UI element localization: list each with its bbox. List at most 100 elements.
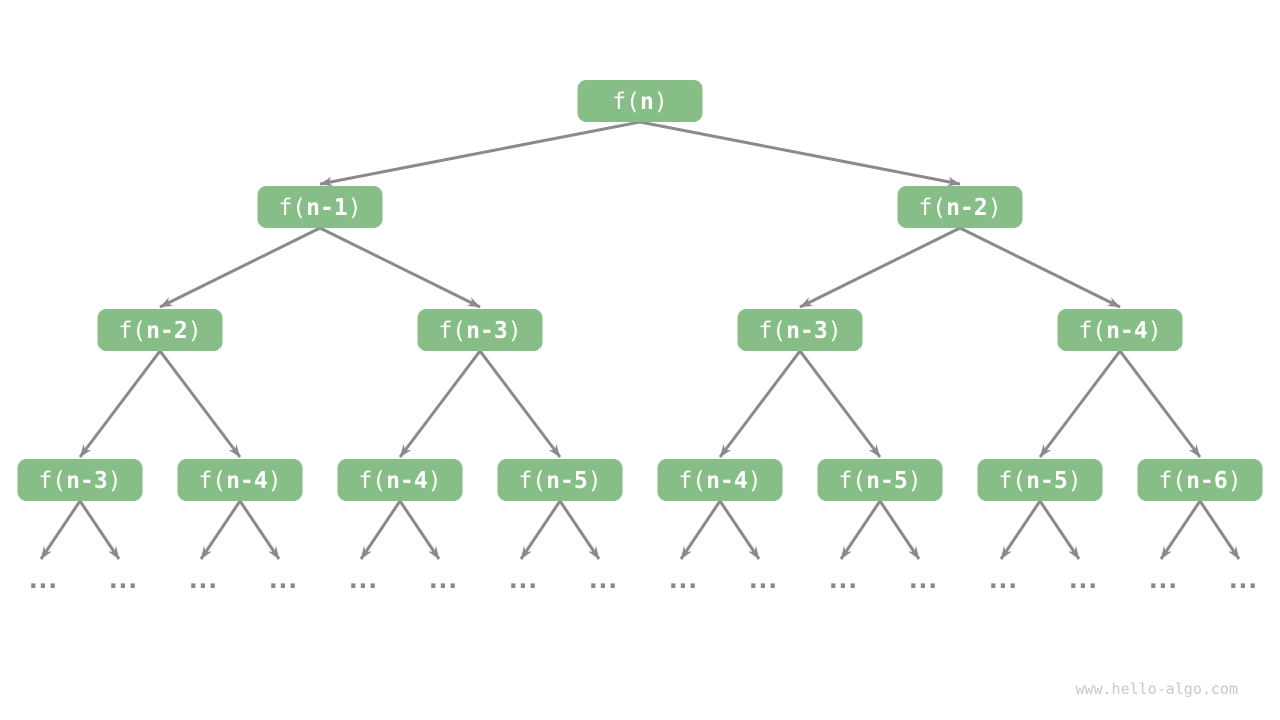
node-label: f(n-4): [1078, 318, 1161, 344]
node-box: [97, 309, 223, 351]
node-label-suffix: ): [588, 468, 602, 494]
node-box: [977, 459, 1103, 501]
edge-arrow: [238, 500, 281, 560]
ellipsis-label: ...: [906, 565, 935, 595]
edge-arrow: [398, 500, 441, 560]
edge-arrow: [158, 350, 242, 458]
edge-arrow: [1038, 500, 1081, 560]
node-label-suffix: ): [748, 468, 762, 494]
node-label-suffix: ): [268, 468, 282, 494]
node-label-prefix: f(: [1078, 318, 1106, 344]
node-label-suffix: ): [988, 195, 1002, 221]
node-label-suffix: ): [828, 318, 842, 344]
node-label-suffix: ): [1148, 318, 1162, 344]
edge-arrow: [798, 350, 882, 458]
ellipsis-label: ...: [666, 565, 695, 595]
node-box: [1137, 459, 1263, 501]
tree-node-L3-4: f(n-4): [657, 459, 783, 501]
node-label: f(n-3): [758, 318, 841, 344]
edge-arrow: [639, 120, 961, 187]
tree-node-L3-6: f(n-5): [977, 459, 1103, 501]
ellipsis-label: ...: [26, 565, 55, 595]
node-box: [417, 309, 543, 351]
edge-arrow: [1038, 350, 1122, 458]
node-box: [497, 459, 623, 501]
edge-arrow: [839, 500, 882, 560]
edge-arrow: [319, 120, 641, 187]
tree-node-L3-5: f(n-5): [817, 459, 943, 501]
node-label: f(n-1): [278, 195, 361, 221]
node-label-arg: n-6: [1186, 468, 1228, 494]
node-label-prefix: f(: [758, 318, 786, 344]
edge-arrow: [39, 500, 82, 560]
node-label-arg: n-5: [1026, 468, 1068, 494]
edge-arrow: [718, 500, 761, 560]
node-label-prefix: f(: [1158, 468, 1186, 494]
node-label: f(n-6): [1158, 468, 1241, 494]
node-label: f(n-4): [358, 468, 441, 494]
node-box: [257, 186, 383, 228]
node-label: f(n-3): [438, 318, 521, 344]
edge-arrow: [878, 500, 921, 560]
ellipsis-label: ...: [586, 565, 615, 595]
node-label-prefix: f(: [838, 468, 866, 494]
node-label-prefix: f(: [198, 468, 226, 494]
ellipsis-label: ...: [426, 565, 455, 595]
node-label-arg: n-2: [146, 318, 188, 344]
edge-arrow: [799, 226, 961, 309]
tree-node-L2-1: f(n-3): [417, 309, 543, 351]
tree-node-L3-2: f(n-4): [337, 459, 463, 501]
node-label-arg: n-5: [866, 468, 908, 494]
edge-arrow: [319, 226, 481, 309]
edge-arrow: [78, 500, 121, 560]
ellipsis-label: ...: [506, 565, 535, 595]
edge-arrow: [1159, 500, 1202, 560]
edge-arrow: [159, 226, 321, 309]
node-label-prefix: f(: [918, 195, 946, 221]
tree-node-L1-1: f(n-2): [897, 186, 1023, 228]
ellipsis-label: ...: [826, 565, 855, 595]
edges-layer: [39, 120, 1241, 560]
node-label: f(n-2): [118, 318, 201, 344]
node-box: [657, 459, 783, 501]
edge-arrow: [999, 500, 1042, 560]
node-box: [337, 459, 463, 501]
edge-arrow: [519, 500, 562, 560]
node-box: [177, 459, 303, 501]
edge-arrow: [558, 500, 601, 560]
node-label-prefix: f(: [278, 195, 306, 221]
node-label-arg: n-3: [466, 318, 508, 344]
node-label-prefix: f(: [358, 468, 386, 494]
tree-node-L3-0: f(n-3): [17, 459, 143, 501]
node-box: [577, 80, 703, 122]
tree-node-L3-7: f(n-6): [1137, 459, 1263, 501]
node-label-suffix: ): [348, 195, 362, 221]
ellipsis-label: ...: [986, 565, 1015, 595]
ellipsis-label: ...: [106, 565, 135, 595]
node-label-arg: n: [640, 89, 654, 115]
node-label-suffix: ): [654, 89, 668, 115]
node-label-suffix: ): [508, 318, 522, 344]
edge-arrow: [78, 350, 162, 458]
node-label: f(n-5): [838, 468, 921, 494]
tree-node-L2-3: f(n-4): [1057, 309, 1183, 351]
node-label-arg: n-5: [546, 468, 588, 494]
node-label-suffix: ): [108, 468, 122, 494]
node-box: [897, 186, 1023, 228]
node-label-suffix: ): [1068, 468, 1082, 494]
node-label-prefix: f(: [518, 468, 546, 494]
ellipsis-layer: ........................................…: [26, 565, 1261, 595]
node-box: [17, 459, 143, 501]
node-label: f(n-4): [198, 468, 281, 494]
node-label-prefix: f(: [998, 468, 1026, 494]
node-label-arg: n-1: [306, 195, 348, 221]
tree-node-L2-2: f(n-3): [737, 309, 863, 351]
nodes-layer: f(n)f(n-1)f(n-2)f(n-2)f(n-3)f(n-3)f(n-4)…: [17, 80, 1263, 501]
node-label: f(n-2): [918, 195, 1001, 221]
node-label-arg: n-4: [226, 468, 268, 494]
ellipsis-label: ...: [1066, 565, 1095, 595]
node-label-prefix: f(: [612, 89, 640, 115]
node-label: f(n-3): [38, 468, 121, 494]
